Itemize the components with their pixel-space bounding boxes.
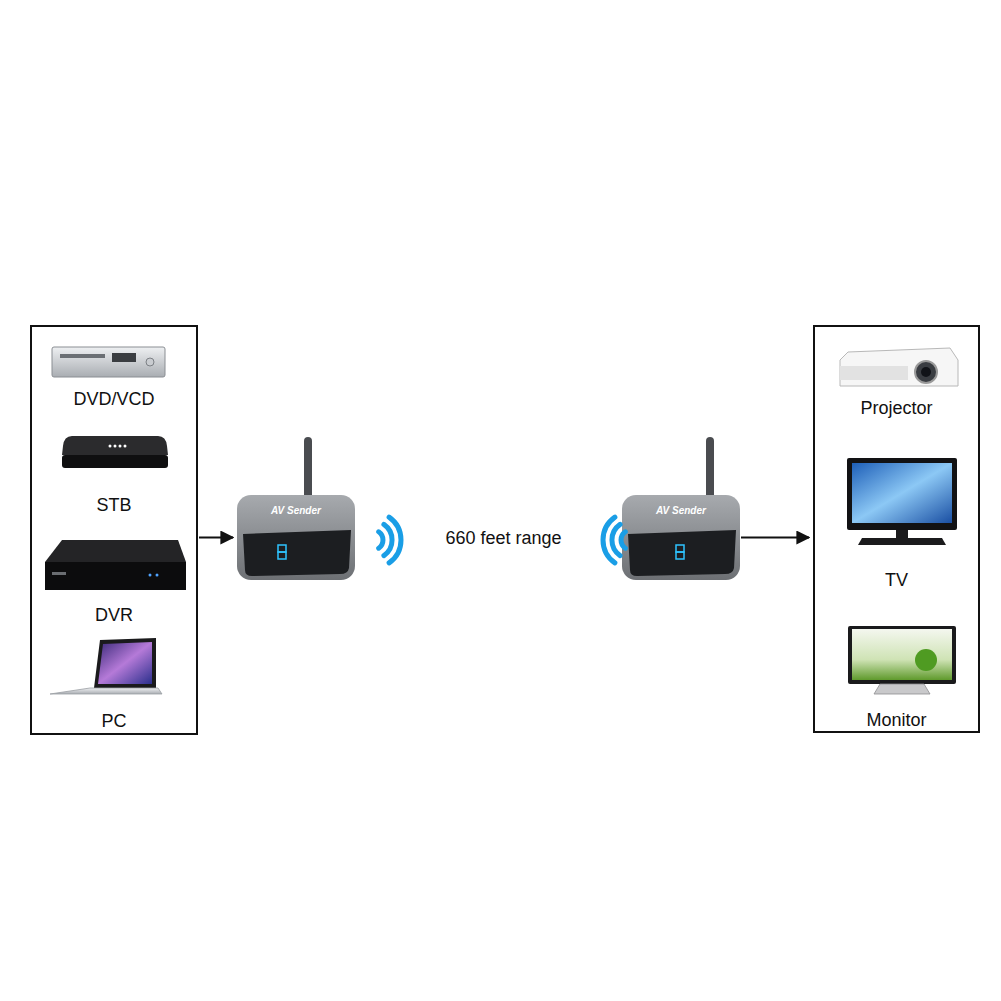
projector-body [840,348,958,386]
laptop-lid [94,638,156,688]
digit-display [676,552,684,559]
receiver [622,437,740,580]
sender-body [237,495,355,580]
device-label: Monitor [815,709,978,731]
wave-arc [621,532,625,548]
tv-frame [847,458,957,530]
wave-arc [612,524,620,555]
digit-display [278,545,286,552]
stb-light [114,445,117,448]
device-label: TV [815,569,978,591]
stb-top [62,436,168,455]
signal-waves [379,517,626,563]
receiver-front [628,530,736,576]
device-label: STB [32,494,196,516]
set-top-box [62,436,168,468]
dvd-player [52,347,165,377]
signal-arrow [199,537,233,539]
monitor-frame [848,626,956,684]
screen-fruit [915,649,937,671]
laptop-base [50,688,162,694]
stb-front [62,455,168,468]
stb-light [124,445,127,448]
monitor [848,626,956,694]
laptop-screen [98,642,152,684]
wave-arc [379,532,383,548]
digit-display [278,552,286,559]
dvr-top [45,540,186,562]
antenna [304,437,312,503]
tv [847,458,957,545]
receiver-unit: AV Sender [622,495,740,580]
tv-screen [852,463,952,523]
projector-lens [915,361,937,383]
projector [840,348,958,386]
dvr-detail [52,572,66,575]
dvr-light [149,574,152,577]
wave-arc [603,517,615,563]
device-label: Projector [815,397,978,419]
laptop [50,638,162,694]
stb-light [109,445,112,448]
dvr [45,540,186,590]
wave-arc [389,517,401,563]
device-label: DVD/VCD [32,388,196,410]
source-group: DVD/VCD STB DVR PC [30,325,198,735]
monitor-stand [874,684,930,694]
device-label: PC [32,710,196,732]
dvr-front [45,562,186,590]
signal-arrow [741,537,809,539]
unit-label: AV Sender [237,505,355,517]
dvd-knob [146,358,154,366]
dvr-light [156,574,159,577]
wave-arc [384,524,392,555]
dvd-body [52,347,165,377]
range-label: 660 feet range [442,527,564,549]
projector-vent [840,366,908,380]
receiver-body [622,495,740,580]
stb-light [119,445,122,448]
projector-lens [921,367,931,377]
display-group: ProjectorTV Monitor [813,325,980,733]
transmitter [237,437,355,580]
tv-neck [896,530,908,538]
device-label: DVR [32,604,196,626]
tv-stand [858,538,946,545]
dvd-display [112,353,136,362]
sender-front [243,530,351,576]
digit-display [676,545,684,552]
unit-label: AV Sender [622,505,740,517]
disc-slot [60,354,105,358]
monitor-screen [852,629,952,680]
sender-unit: AV Sender [237,495,355,580]
antenna [706,437,714,503]
